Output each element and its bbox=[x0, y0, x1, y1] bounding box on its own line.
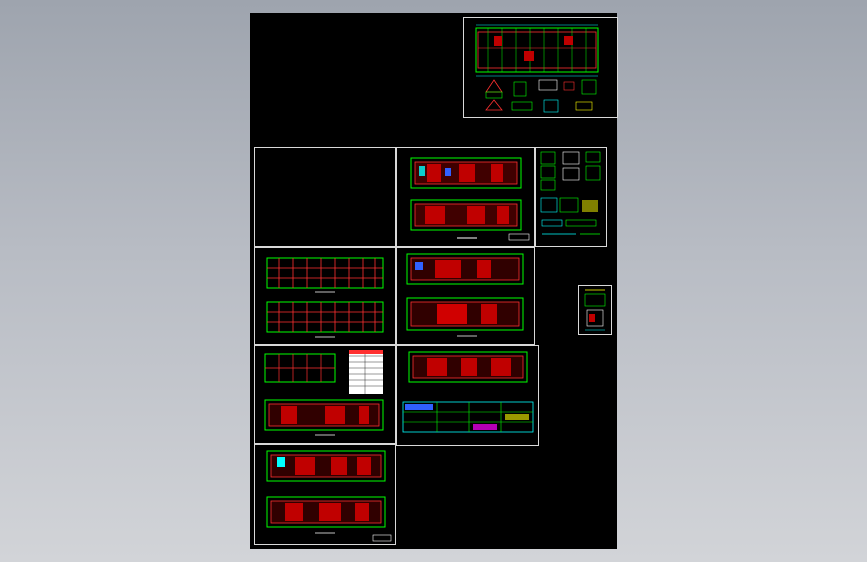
drawing-floor-plan-and-elevations bbox=[402, 351, 534, 433]
sheet-top-right bbox=[463, 17, 618, 118]
sheet-plan-1 bbox=[396, 147, 535, 247]
drawing-floor-plans-with-table bbox=[264, 350, 384, 436]
sheet-plan-4 bbox=[396, 345, 539, 446]
drawing-floor-plans bbox=[406, 253, 524, 337]
sheet-foundation bbox=[254, 247, 396, 345]
drawing-sheet bbox=[250, 13, 618, 549]
drawing-small-detail bbox=[584, 289, 606, 331]
drawing-floor-plans bbox=[266, 450, 392, 542]
drawing-detail-grid bbox=[540, 151, 601, 235]
sheet-details-1 bbox=[535, 147, 607, 247]
sheet-empty-cover bbox=[254, 147, 396, 247]
drawing-foundation-plans bbox=[266, 257, 384, 338]
sheet-plan-3 bbox=[254, 345, 396, 444]
drawing-floor-plan-with-sections bbox=[475, 24, 599, 113]
sheet-small-legend bbox=[578, 285, 612, 335]
sheet-plan-2 bbox=[396, 247, 535, 345]
drawing-floor-plans bbox=[410, 157, 530, 241]
sheet-plan-5 bbox=[254, 444, 396, 545]
